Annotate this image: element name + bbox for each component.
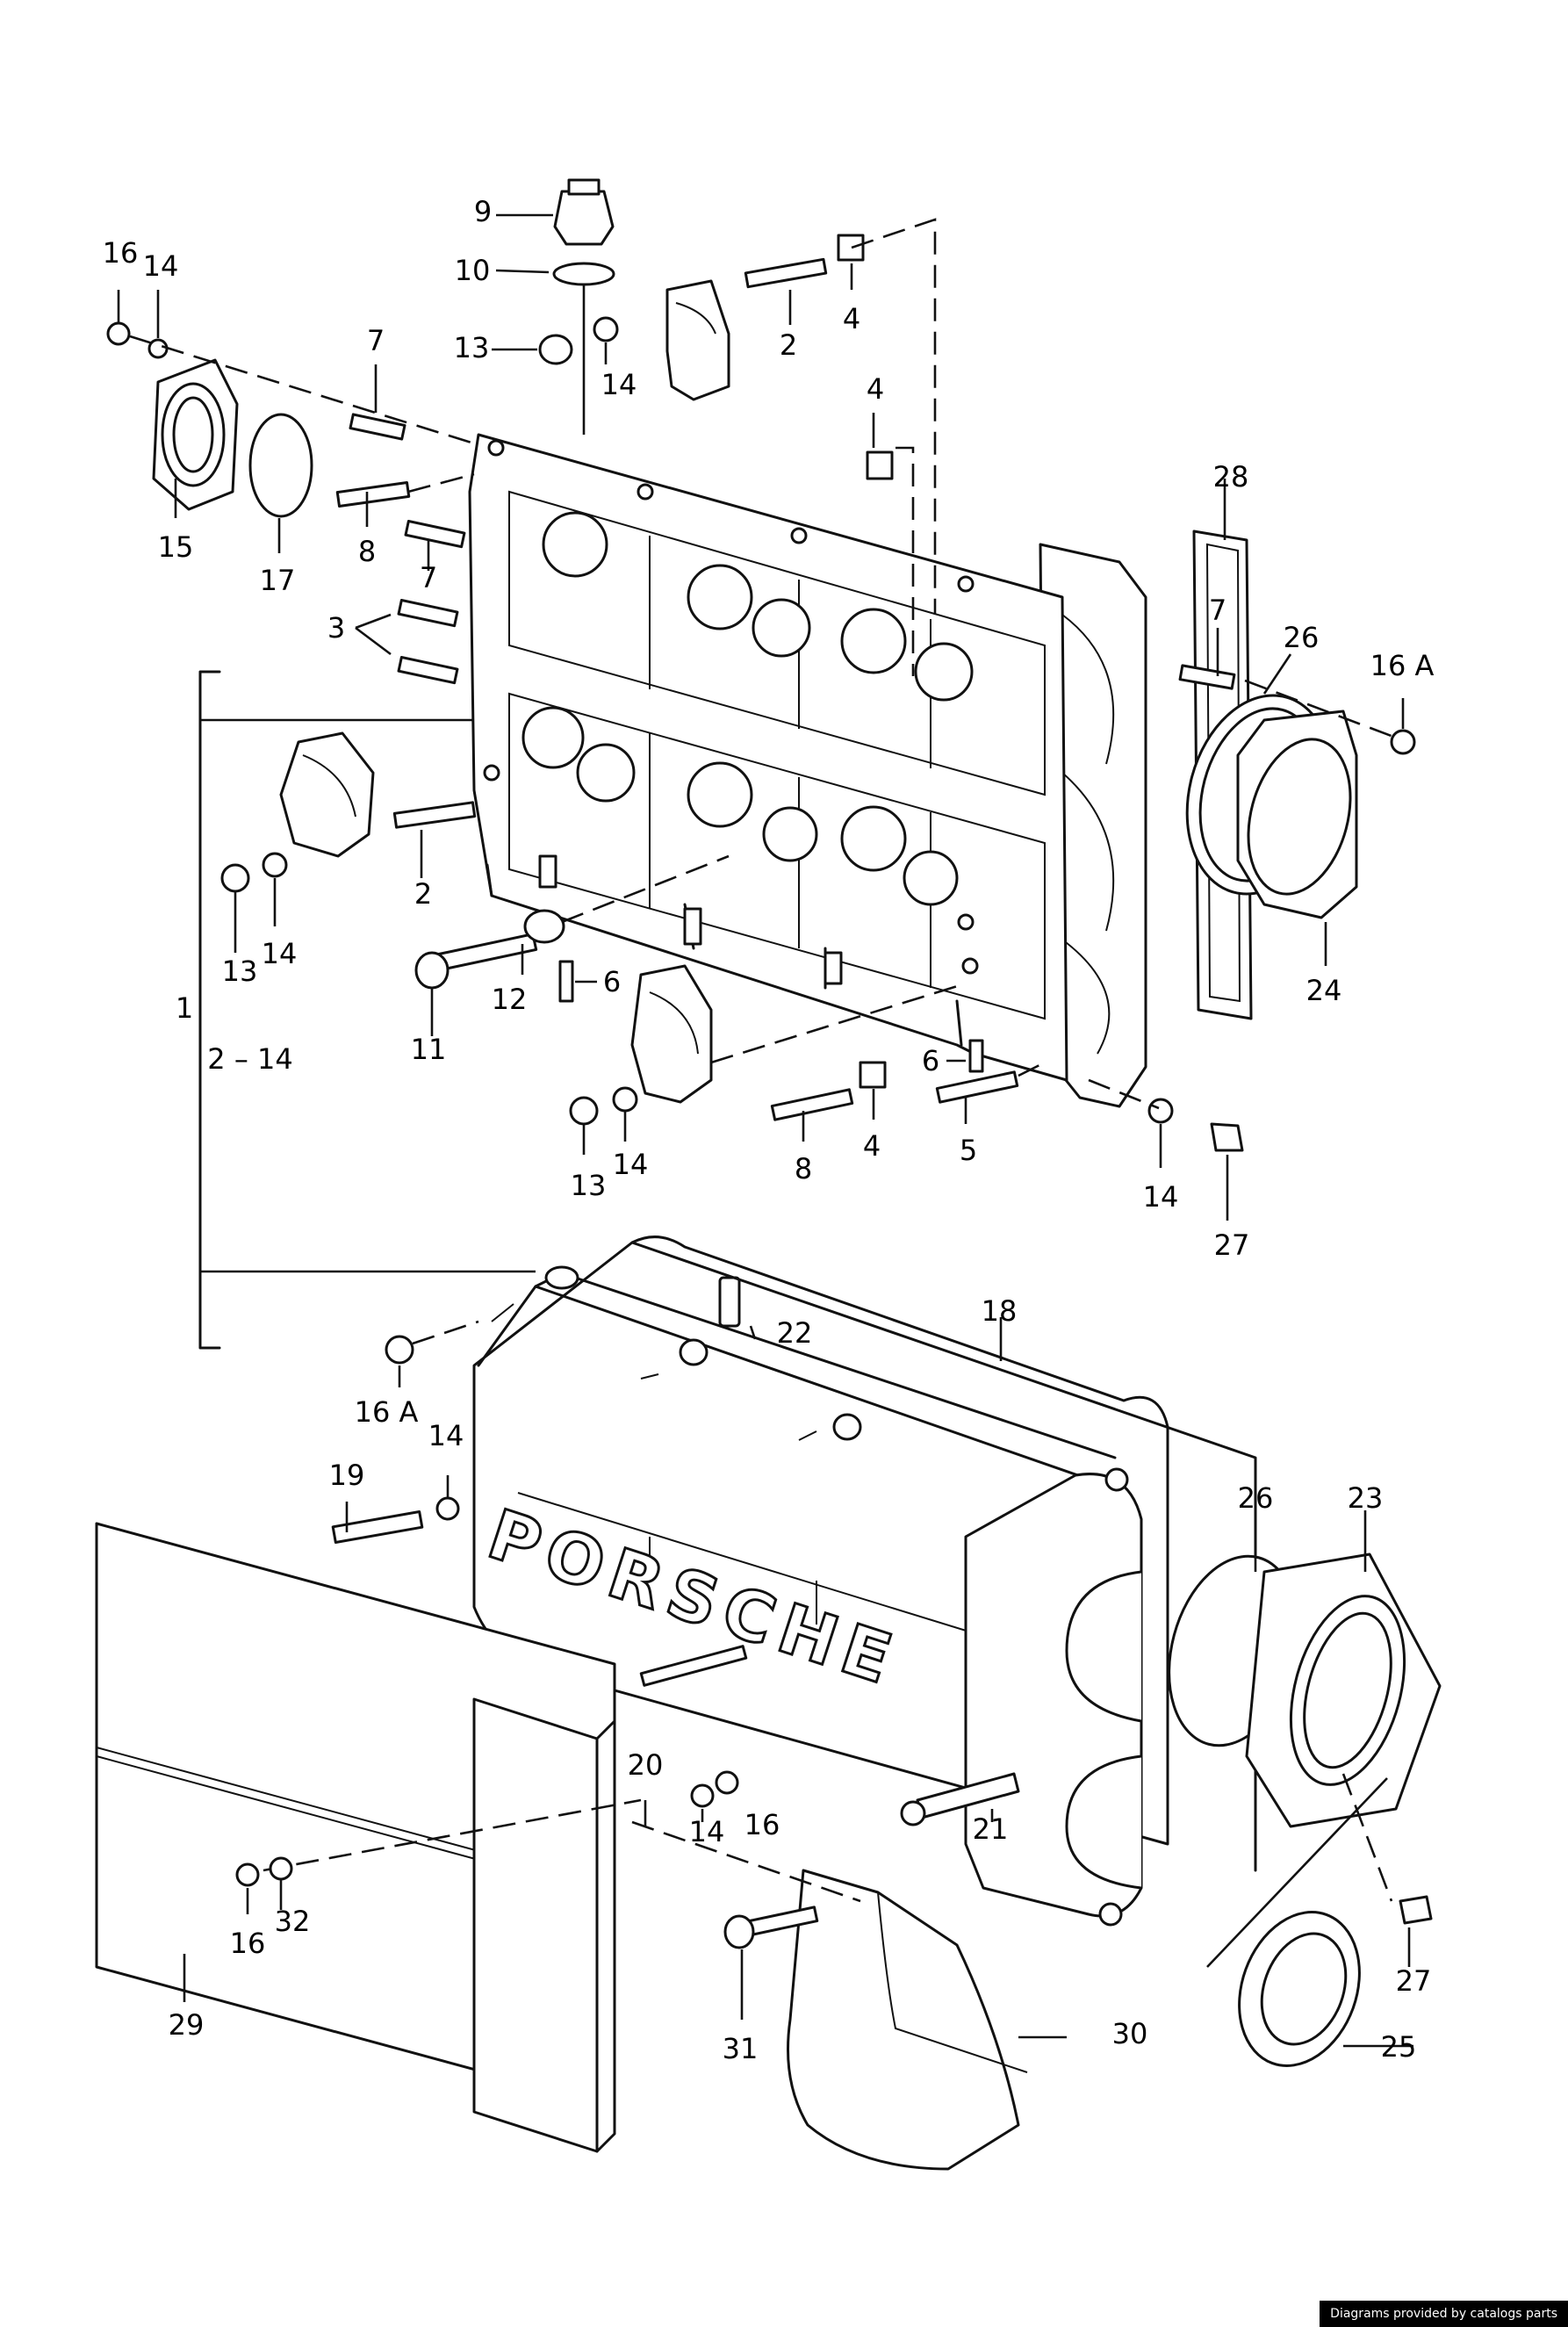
- label-part-28: 28: [1213, 460, 1249, 493]
- label-part-2: 2: [780, 328, 797, 362]
- label-part-14: 14: [143, 249, 179, 283]
- label-part-10: 10: [455, 254, 491, 287]
- label-part-13: 13: [571, 1169, 607, 1202]
- camshaft-cover: PORSCHE: [472, 1236, 1257, 1927]
- label-part-26: 26: [1284, 621, 1320, 654]
- left-side-fasteners: [220, 520, 730, 1003]
- label-part-4: 4: [867, 372, 884, 406]
- label-part-4: 4: [863, 1129, 881, 1163]
- label-part-5: 5: [960, 1134, 977, 1167]
- label-part-13: 13: [222, 955, 258, 988]
- label-part-7: 7: [1209, 594, 1226, 627]
- label-part-7: 7: [420, 561, 437, 594]
- label-part-22: 22: [777, 1316, 813, 1350]
- label-part-16a: 16 A: [1370, 649, 1435, 682]
- label-part-20: 20: [628, 1748, 664, 1782]
- label-part-26: 26: [1238, 1481, 1274, 1515]
- label-part-17: 17: [260, 564, 296, 597]
- label-part-14: 14: [262, 937, 298, 970]
- label-part-18: 18: [982, 1294, 1018, 1328]
- label-part-12: 12: [492, 983, 528, 1016]
- label-part-14: 14: [428, 1419, 464, 1452]
- part-labels: 1 2 – 14 2 2 3 4 4 4 5 6 6 7 7 7 8 8 9 1…: [103, 195, 1435, 2065]
- lower-cap-fasteners: [569, 964, 1244, 1152]
- label-part-7: 7: [367, 324, 385, 357]
- assembly-bracket: [198, 670, 536, 1350]
- label-part-29: 29: [169, 2008, 205, 2042]
- label-part-11: 11: [411, 1033, 447, 1066]
- label-part-15: 15: [158, 530, 194, 564]
- label-part-16: 16: [103, 236, 139, 270]
- label-part-14: 14: [601, 368, 637, 401]
- label-part-32: 32: [275, 1905, 311, 1938]
- label-part-19: 19: [329, 1459, 365, 1492]
- label-part-9: 9: [474, 195, 492, 228]
- label-part-31: 31: [723, 2032, 759, 2065]
- label-part-14: 14: [613, 1148, 649, 1181]
- label-part-30: 30: [1112, 2017, 1148, 2050]
- label-part-16: 16: [744, 1808, 780, 1841]
- oil-fitting-group: [538, 178, 937, 676]
- label-part-27: 27: [1214, 1228, 1250, 1262]
- label-part-6: 6: [603, 965, 621, 998]
- end-housing-group: [1168, 1553, 1442, 2067]
- label-part-8: 8: [358, 535, 376, 568]
- label-part-23: 23: [1348, 1481, 1384, 1515]
- label-part-16a: 16 A: [355, 1395, 419, 1429]
- label-part-14: 14: [689, 1815, 725, 1848]
- credit-badge: Diagrams provided by catalogs parts: [1320, 2301, 1568, 2327]
- label-part-27: 27: [1396, 1964, 1432, 1998]
- rear-cover-group: [1178, 530, 1416, 1020]
- label-part-8: 8: [795, 1152, 812, 1185]
- label-part-2: 2: [414, 877, 432, 911]
- label-part-21: 21: [973, 1812, 1009, 1846]
- label-part-1: 1: [176, 991, 193, 1025]
- label-part-4: 4: [843, 302, 860, 335]
- label-part-3: 3: [327, 611, 345, 645]
- label-part-24: 24: [1306, 974, 1342, 1007]
- label-part-2-14: 2 – 14: [207, 1042, 292, 1076]
- camshaft-housing: [468, 433, 1147, 1108]
- label-part-13: 13: [454, 331, 490, 364]
- front-seal-group: [106, 321, 475, 518]
- lower-fasteners-and-panels: [95, 1320, 1028, 2171]
- label-part-16: 16: [230, 1927, 266, 1960]
- label-part-14: 14: [1143, 1180, 1179, 1214]
- label-part-25: 25: [1381, 2030, 1417, 2064]
- label-part-6: 6: [922, 1044, 939, 1077]
- leader-lines: [117, 213, 1413, 2048]
